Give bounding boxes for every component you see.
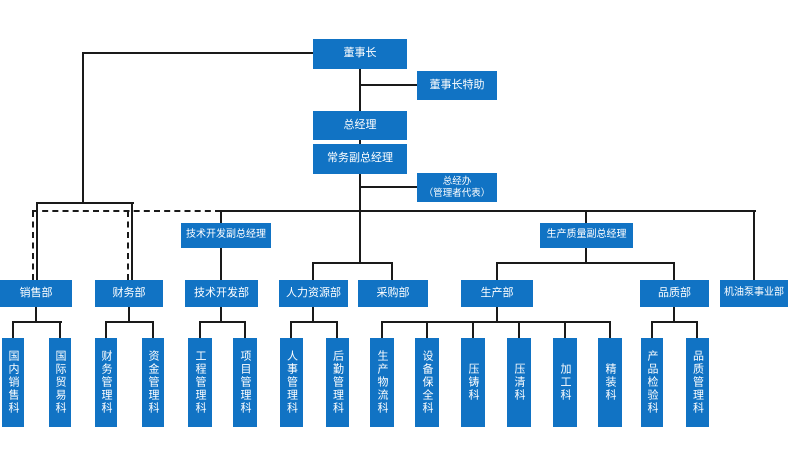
node-tech-dev-dept: 技术开发部	[185, 280, 258, 307]
node-product-inspection-section: 产品检验科	[641, 338, 663, 427]
connector-line	[36, 202, 38, 280]
connector-line	[59, 321, 61, 338]
node-finance-dept: 财务部	[95, 280, 163, 307]
node-production-dept: 生产部	[461, 280, 533, 307]
node-logistics-mgmt-section: 后勤管理科	[326, 338, 349, 427]
node-domestic-sales-section: 国内销售科	[2, 338, 24, 427]
connector-line	[336, 321, 338, 338]
connector-line	[312, 262, 314, 280]
node-die-casting-section: 压铸科	[461, 338, 485, 427]
connector-line	[381, 321, 611, 323]
connector-line	[244, 321, 246, 338]
node-quality-dept: 品质部	[640, 280, 709, 307]
connector-line	[220, 307, 222, 323]
node-personnel-mgmt-section: 人事管理科	[280, 338, 303, 427]
connector-line	[12, 321, 62, 323]
node-purchasing-dept: 采购部	[358, 280, 428, 307]
connector-line	[651, 321, 698, 323]
connector-line	[609, 321, 611, 338]
connector-line	[391, 262, 393, 280]
connector-line	[131, 202, 133, 280]
connector-line	[152, 321, 154, 338]
connector-line	[290, 321, 338, 323]
node-pressure-cleaning-section: 压清科	[507, 338, 531, 427]
connector-line	[290, 321, 292, 338]
node-sales-dept: 销售部	[0, 280, 72, 307]
node-chairman: 董事长	[313, 39, 407, 69]
connector-line	[105, 321, 107, 338]
connector-line	[199, 321, 201, 338]
connector-line	[82, 52, 84, 204]
gm-office-line2: （管理者代表）	[423, 187, 491, 199]
connector-line	[381, 321, 383, 338]
connector-line	[564, 321, 566, 338]
node-prod-quality-deputy-gm: 生产质量副总经理	[540, 223, 633, 248]
connector-line	[359, 173, 361, 263]
node-machining-section: 加工科	[553, 338, 577, 427]
node-intl-trade-section: 国际贸易科	[49, 338, 71, 427]
connector-line	[496, 262, 498, 280]
connector-line	[220, 210, 222, 223]
connector-line	[585, 210, 587, 223]
connector-line-dashed	[127, 211, 129, 280]
connector-line	[359, 139, 361, 145]
connector-line-dashed	[32, 210, 221, 212]
node-chairman-assistant: 董事长特助	[417, 71, 497, 100]
connector-line	[472, 321, 474, 338]
connector-line	[359, 84, 417, 86]
connector-line	[518, 321, 520, 338]
connector-line	[673, 262, 675, 280]
connector-line	[35, 307, 37, 323]
connector-line	[12, 321, 14, 338]
node-oil-pump-division: 机油泵事业部	[720, 280, 788, 307]
connector-line	[105, 321, 154, 323]
node-tech-dev-deputy-gm: 技术开发副总经理	[181, 223, 271, 248]
node-executive-deputy-gm: 常务副总经理	[313, 144, 407, 174]
connector-line	[128, 307, 130, 323]
connector-line	[199, 321, 246, 323]
node-engineering-mgmt-section: 工程管理科	[188, 338, 212, 427]
node-quality-mgmt-section: 品质管理科	[686, 338, 709, 427]
connector-line	[585, 246, 587, 262]
connector-line	[312, 262, 393, 264]
node-funds-mgmt-section: 资金管理科	[142, 338, 164, 427]
connector-line	[359, 68, 361, 111]
connector-line-dashed	[32, 211, 34, 280]
node-prod-logistics-section: 生产物流科	[370, 338, 394, 427]
connector-line	[359, 186, 417, 188]
connector-line	[36, 202, 134, 204]
node-finance-mgmt-section: 财务管理科	[95, 338, 117, 427]
node-hr-dept: 人力资源部	[279, 280, 348, 307]
node-general-manager: 总经理	[313, 111, 407, 140]
connector-line	[753, 210, 755, 280]
connector-line	[312, 307, 314, 323]
node-finishing-section: 精装科	[598, 338, 622, 427]
connector-line	[651, 321, 653, 338]
node-equipment-maint-section: 设备保全科	[415, 338, 439, 427]
node-gm-office: 总经办 （管理者代表）	[417, 173, 497, 202]
connector-line	[221, 210, 756, 212]
connector-line	[496, 262, 675, 264]
connector-line	[426, 321, 428, 338]
connector-line	[696, 321, 698, 338]
node-project-mgmt-section: 项目管理科	[233, 338, 257, 427]
connector-line	[673, 307, 675, 323]
connector-line	[82, 52, 313, 54]
connector-line	[220, 247, 222, 280]
gm-office-line1: 总经办	[442, 175, 472, 187]
connector-line	[496, 307, 498, 323]
